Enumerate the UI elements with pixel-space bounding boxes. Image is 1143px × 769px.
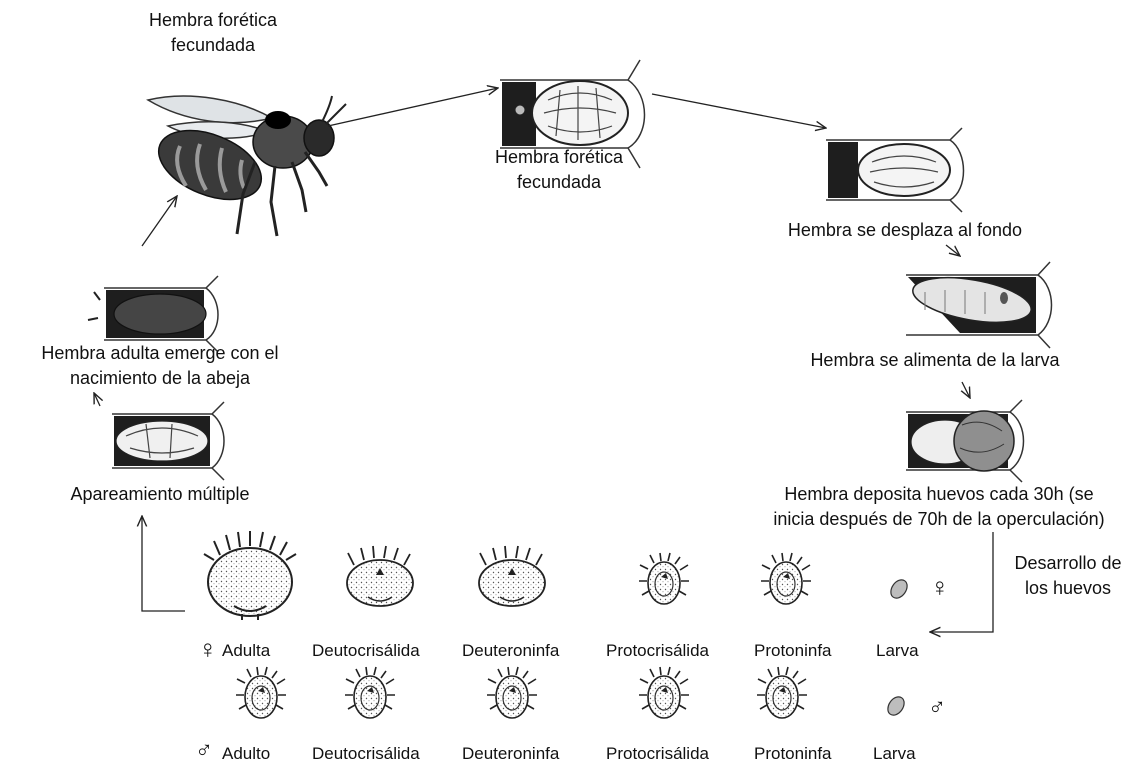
label-multiple-mating: Apareamiento múltiple — [40, 482, 280, 507]
female-stage-illustrations — [204, 531, 910, 620]
female-stage-deutochrysalis: Deutocrisálida — [312, 640, 420, 662]
male-larva-symbol: ♂ — [928, 694, 946, 722]
female-stage-larva: Larva — [876, 640, 919, 662]
arrow-feeds-to-lays — [962, 382, 970, 398]
cell-mite-moves-bottom-illustration — [826, 128, 964, 212]
cell-mite-lays-eggs-illustration — [906, 400, 1024, 482]
male-larva-egg — [885, 694, 908, 718]
label-female-lays-eggs: Hembra deposita huevos cada 30h (se inic… — [737, 482, 1141, 532]
male-symbol: ♂ — [195, 737, 213, 765]
male-adult-mite — [236, 667, 286, 718]
label-phoretic-female-in-cell: Hembra forética fecundada — [474, 145, 644, 195]
female-larva-egg — [888, 577, 911, 601]
male-stage-deutochrysalis: Deutocrisálida — [312, 743, 420, 765]
male-deutochrysalis-mite — [345, 667, 395, 718]
male-stage-protochrysalis: Protocrisálida — [606, 743, 709, 765]
honeybee-illustration — [148, 96, 346, 236]
arrow-mating-to-emerges — [94, 393, 100, 406]
male-stage-larva: Larva — [873, 743, 916, 765]
male-stage-deutonymph: Deuteroninfa — [462, 743, 559, 765]
male-protonymph-mite — [757, 667, 807, 718]
label-female-feeds-larva: Hembra se alimenta de la larva — [775, 348, 1095, 373]
male-deutonymph-mite — [487, 667, 537, 718]
label-female-moves-bottom: Hembra se desplaza al fondo — [760, 218, 1050, 243]
female-deutonymph-mite — [479, 546, 545, 606]
male-stage-protonymph: Protoninfa — [754, 743, 832, 765]
female-larva-symbol: ♀ — [930, 572, 950, 602]
label-egg-development: Desarrollo de los huevos — [1003, 551, 1133, 601]
female-symbol: ♀ — [198, 634, 218, 664]
arrow-cell-to-bottom — [652, 94, 826, 128]
female-stage-deutonymph: Deuteroninfa — [462, 640, 559, 662]
cell-mating-illustration — [112, 402, 224, 480]
female-stage-adult: Adulta — [222, 640, 270, 662]
male-stage-illustrations — [236, 667, 907, 718]
male-protochrysalis-mite — [639, 667, 689, 718]
female-protochrysalis-mite — [639, 553, 689, 604]
female-deutochrysalis-mite — [347, 546, 413, 606]
arrow-bottom-to-feeds — [946, 245, 960, 256]
arrow-emerges-to-bee — [142, 196, 177, 246]
label-adult-female-emerges: Hembra adulta emerge con el nacimiento d… — [0, 341, 320, 391]
male-stage-adult: Adulto — [222, 743, 270, 765]
arrow-bee-to-cell — [328, 88, 498, 126]
female-stage-protochrysalis: Protocrisálida — [606, 640, 709, 662]
female-stage-protonymph: Protoninfa — [754, 640, 832, 662]
female-adult-mite — [204, 531, 296, 620]
cell-mite-feeds-illustration — [906, 262, 1052, 348]
arrow-adult-to-mating — [142, 516, 185, 611]
label-phoretic-female-on-bee: Hembra forética fecundada — [128, 8, 298, 58]
female-protonymph-mite — [761, 553, 811, 604]
